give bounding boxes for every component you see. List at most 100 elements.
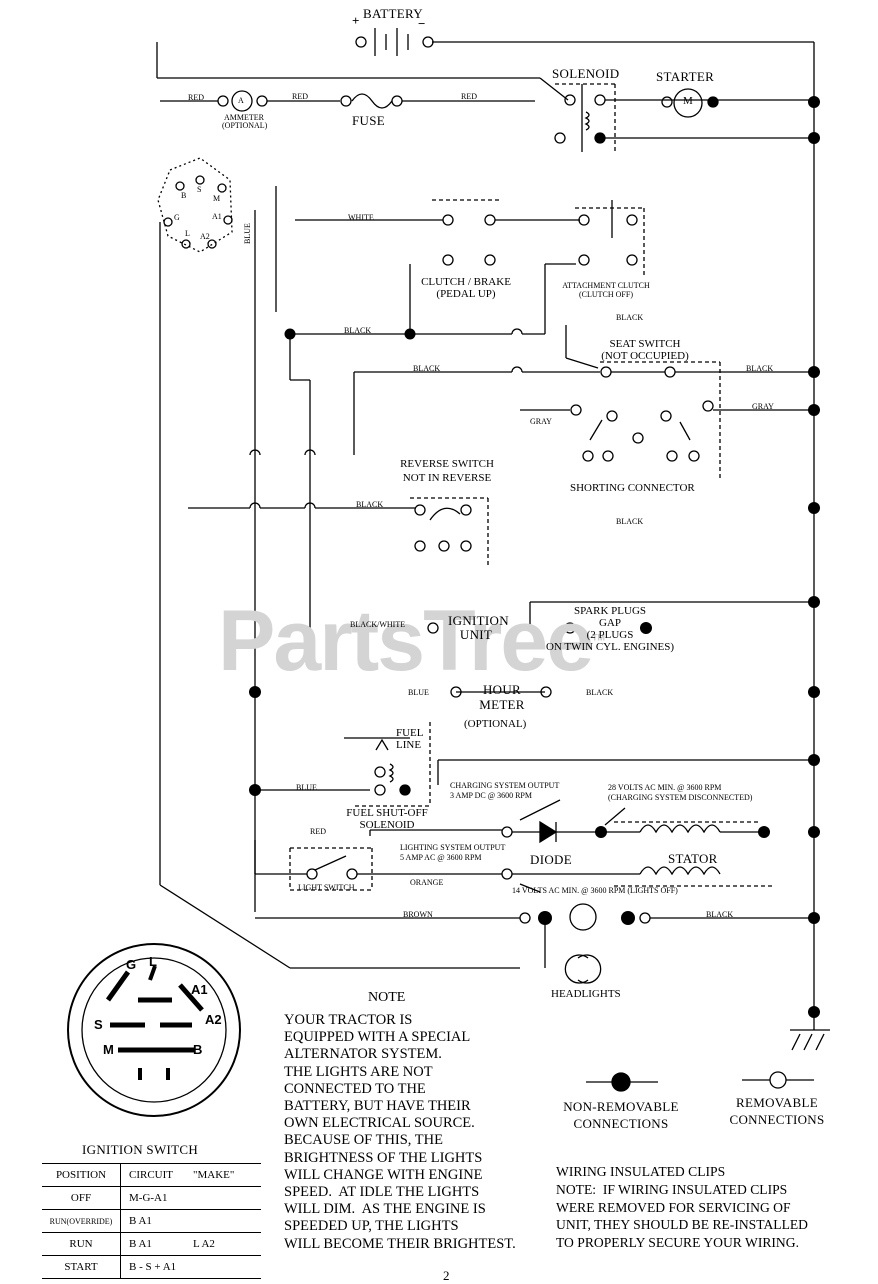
wire-label-red: RED [292, 92, 308, 101]
plug-letter-a1: A1 [212, 212, 222, 221]
wire-label-black: BLACK [616, 313, 644, 322]
switch-terminal-b: B [193, 1042, 203, 1057]
ignition-switch-title: IGNITION SWITCH [82, 1142, 199, 1157]
table-cell: OFF [42, 1186, 121, 1210]
table-cell [191, 1186, 261, 1210]
ammeter-fuse-line [160, 90, 535, 112]
ignition-switch-diagram [67, 943, 241, 1117]
table-cell: B A1 [120, 1209, 191, 1233]
headlights [255, 903, 814, 984]
battery-label: BATTERY [363, 6, 423, 21]
seat-switch-label: SEAT SWITCH(NOT OCCUPIED) [601, 338, 689, 362]
note-title: NOTE [368, 990, 406, 1005]
switch-terminal-s: S [94, 1017, 103, 1032]
solenoid-label: SOLENOID [552, 66, 620, 81]
switch-terminal-m: M [103, 1042, 114, 1057]
wire-label-black: BLACK [413, 364, 441, 373]
note-body: YOUR TRACTOR IS EQUIPPED WITH A SPECIAL … [284, 1012, 516, 1252]
switch-terminal-l: L [149, 954, 157, 969]
wire-label-blue: BLUE [296, 783, 317, 792]
table-header: "MAKE" [191, 1163, 261, 1187]
light-switch [254, 840, 513, 891]
page-number: 2 [443, 1268, 450, 1283]
wire-label-black: BLACK [586, 688, 614, 697]
wire-label-orange: ORANGE [410, 878, 444, 887]
stator-label: STATOR [668, 851, 718, 866]
plug-letter-s: S [197, 185, 202, 194]
ammeter-symbol: A [238, 96, 244, 105]
harness-verticals [254, 186, 311, 912]
attachment-clutch-label: ATTACHMENT CLUTCH(CLUTCH OFF) [562, 281, 650, 299]
plug-letter-g: G [174, 213, 180, 222]
wire-label-white: WHITE [348, 213, 374, 222]
ignition-switch-table: POSITION CIRCUIT "MAKE" OFF M-G-A1 RUN(O… [42, 1163, 261, 1279]
hour-meter-optional: (OPTIONAL) [464, 718, 527, 730]
clutch-brake-label: CLUTCH / BRAKE(PEDAL UP) [421, 276, 511, 300]
table-cell [191, 1255, 261, 1279]
stator-volts-label: 28 VOLTS AC MIN. @ 3600 RPM(CHARGING SYS… [608, 783, 753, 802]
plug-letter-l: L [185, 229, 190, 238]
ignition-circuit [427, 601, 814, 698]
light-switch-label: LIGHT SWITCH [298, 883, 355, 892]
wire-label-black: BLACK [344, 326, 372, 335]
table-header: POSITION [42, 1163, 121, 1187]
diode-label: DIODE [530, 852, 572, 867]
plug-letter-m: M [213, 194, 221, 203]
table-cell: B - S + A1 [120, 1255, 191, 1279]
wire-label-black: BLACK [706, 910, 734, 919]
wire-label-gray: GRAY [752, 402, 774, 411]
starter-symbol: M [683, 95, 693, 107]
wire-label-black: BLACK [616, 517, 644, 526]
plug-letter-b: B [181, 191, 187, 200]
plug-letter-a2: A2 [200, 232, 210, 241]
battery-minus: − [418, 16, 426, 31]
legend-non-removable: NON-REMOVABLE CONNECTIONS [563, 1099, 679, 1131]
battery [156, 28, 569, 101]
battery-plus: + [352, 13, 360, 28]
ground-bus [432, 41, 830, 1051]
starter-motor [661, 88, 719, 118]
junction-dots [249, 96, 820, 1018]
seat-switch [353, 325, 814, 478]
legend-symbols [586, 1071, 814, 1092]
wire-label-red: RED [310, 827, 326, 836]
fuel-shutoff-solenoid [255, 722, 814, 807]
table-row: RUN B A1 L A2 [42, 1232, 261, 1256]
watermark: PartsTreeTM [218, 593, 606, 689]
table-header-row: POSITION CIRCUIT "MAKE" [42, 1163, 261, 1187]
wire-label-blue: BLUE [243, 223, 252, 244]
table-row: RUN(OVERRIDE) B A1 [42, 1209, 261, 1233]
table-cell: B A1 [120, 1232, 191, 1256]
wire-label-blue: BLUE [408, 688, 429, 697]
fuse-label: FUSE [352, 113, 385, 128]
headlights-label: HEADLIGHTS [551, 988, 621, 1000]
wire-label-brown: BROWN [403, 910, 433, 919]
reverse-switch [188, 449, 489, 568]
wire-label-red: RED [461, 92, 477, 101]
wire-label-black: BLACK [746, 364, 774, 373]
table-cell: START [42, 1255, 121, 1279]
ammeter-label: AMMETER(OPTIONAL) [222, 113, 268, 130]
lights-volts-label: 14 VOLTS AC MIN. @ 3600 RPM (LIGHTS OFF) [512, 886, 678, 895]
table-cell: M-G-A1 [120, 1186, 191, 1210]
table-header: CIRCUIT [120, 1163, 191, 1187]
wire-label-red: RED [188, 93, 204, 102]
table-row: START B - S + A1 [42, 1255, 261, 1279]
wire-label-gray: GRAY [530, 417, 552, 426]
switch-terminal-a2: A2 [205, 1012, 222, 1027]
table-cell: RUN(OVERRIDE) [42, 1209, 121, 1233]
clips-note-body: NOTE: IF WIRING INSULATED CLIPS WERE REM… [556, 1182, 809, 1250]
wire-label-black-white: BLACK/WHITE [350, 620, 406, 629]
switch-terminal-a1: A1 [191, 982, 208, 997]
legend-removable: REMOVABLE CONNECTIONS [729, 1095, 825, 1127]
wire-label-black: BLACK [356, 500, 384, 509]
starter-label: STARTER [656, 69, 715, 84]
table-cell: RUN [42, 1232, 121, 1256]
